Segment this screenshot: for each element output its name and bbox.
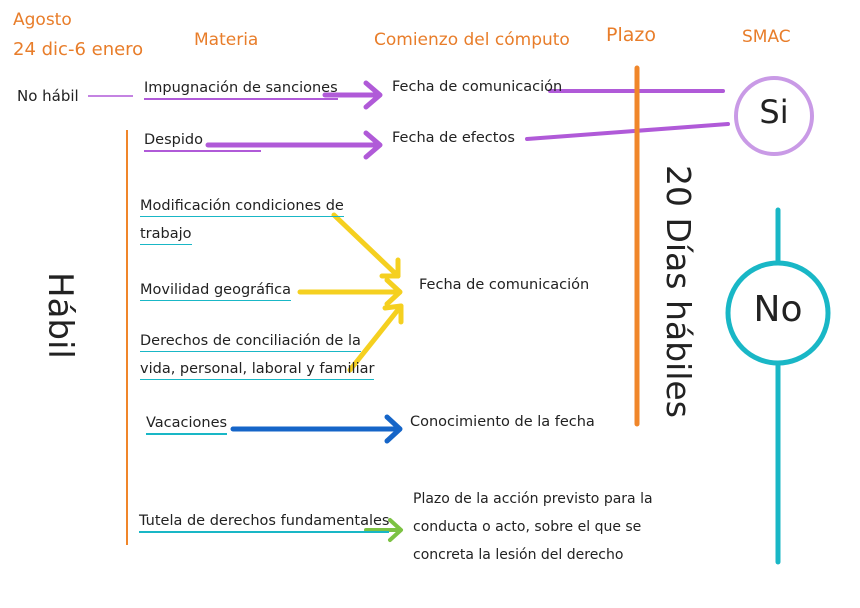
materia-modificacion-line1: Modificación condiciones de: [140, 198, 344, 217]
arrow-despido: [205, 130, 383, 160]
arrow-modificacion: [331, 212, 401, 279]
header-smac: SMAC: [742, 27, 791, 47]
comienzo-fecha-comunicacion-1: Fecha de comunicación: [392, 79, 563, 95]
arrow-tutela: [364, 518, 403, 542]
comienzo-fecha-efectos: Fecha de efectos: [392, 130, 515, 146]
materia-derechos-line1: Derechos de conciliación de la: [140, 333, 361, 352]
header-agosto: Agosto: [13, 10, 72, 30]
label-no-habil: No hábil: [17, 87, 79, 105]
smac-no-label: No: [753, 289, 803, 330]
materia-vacaciones: Vacaciones: [146, 415, 228, 435]
smac-si-label: Si: [759, 93, 789, 131]
plazo-veinte-dias: 20 Días hábiles: [659, 165, 698, 418]
si-circle: [734, 76, 814, 156]
arrow-derechos: [347, 303, 404, 373]
comienzo-plazo-accion-line1: Plazo de la acción previsto para la: [413, 491, 653, 507]
materia-movilidad: Movilidad geográfica: [140, 282, 291, 301]
comienzo-fecha-comunicacion-2: Fecha de comunicación: [419, 277, 590, 293]
materia-derechos-line2: vida, personal, laboral y familiar: [140, 361, 375, 380]
label-habil: Hábil: [40, 272, 80, 359]
materia-impugnacion: Impugnación de sanciones: [144, 80, 338, 100]
header-agosto-dates: 24 dic-6 enero: [13, 39, 144, 60]
header-plazo: Plazo: [606, 24, 656, 46]
materia-despido: Despido: [144, 132, 261, 152]
comienzo-conocimiento: Conocimiento de la fecha: [410, 414, 595, 430]
arrow-impugnacion: [322, 80, 383, 110]
materia-tutela: Tutela de derechos fundamentales: [139, 513, 390, 533]
arrow-vacaciones: [230, 414, 403, 444]
header-comienzo: Comienzo del cómputo: [374, 30, 570, 50]
comienzo-plazo-accion-line3: concreta la lesión del derecho: [413, 547, 624, 563]
no-circle: [725, 260, 831, 366]
materia-modificacion-line2: trabajo: [140, 226, 192, 245]
comienzo-plazo-accion-line2: conducta o acto, sobre el que se: [413, 519, 642, 535]
connector-efectos-si: [525, 122, 730, 141]
header-materia: Materia: [194, 30, 259, 50]
arrow-movilidad: [297, 277, 403, 307]
